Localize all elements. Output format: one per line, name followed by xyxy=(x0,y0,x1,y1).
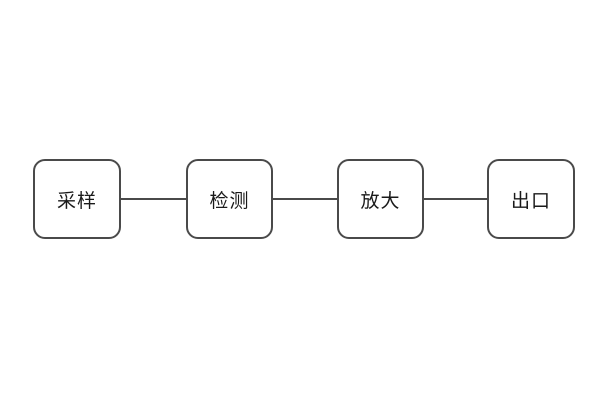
connector-line xyxy=(121,198,186,200)
connector-line xyxy=(424,198,487,200)
flow-node-label: 出口 xyxy=(510,190,551,212)
flow-node-label: 采样 xyxy=(56,190,97,212)
flow-node-sampling: 采样 xyxy=(33,159,121,239)
connector-line xyxy=(273,198,337,200)
flow-node-label: 放大 xyxy=(360,190,401,212)
flow-node-outlet: 出口 xyxy=(487,159,575,239)
flow-node-label: 检测 xyxy=(209,190,250,212)
flow-node-amplification: 放大 xyxy=(337,159,424,239)
flow-node-detection: 检测 xyxy=(186,159,273,239)
